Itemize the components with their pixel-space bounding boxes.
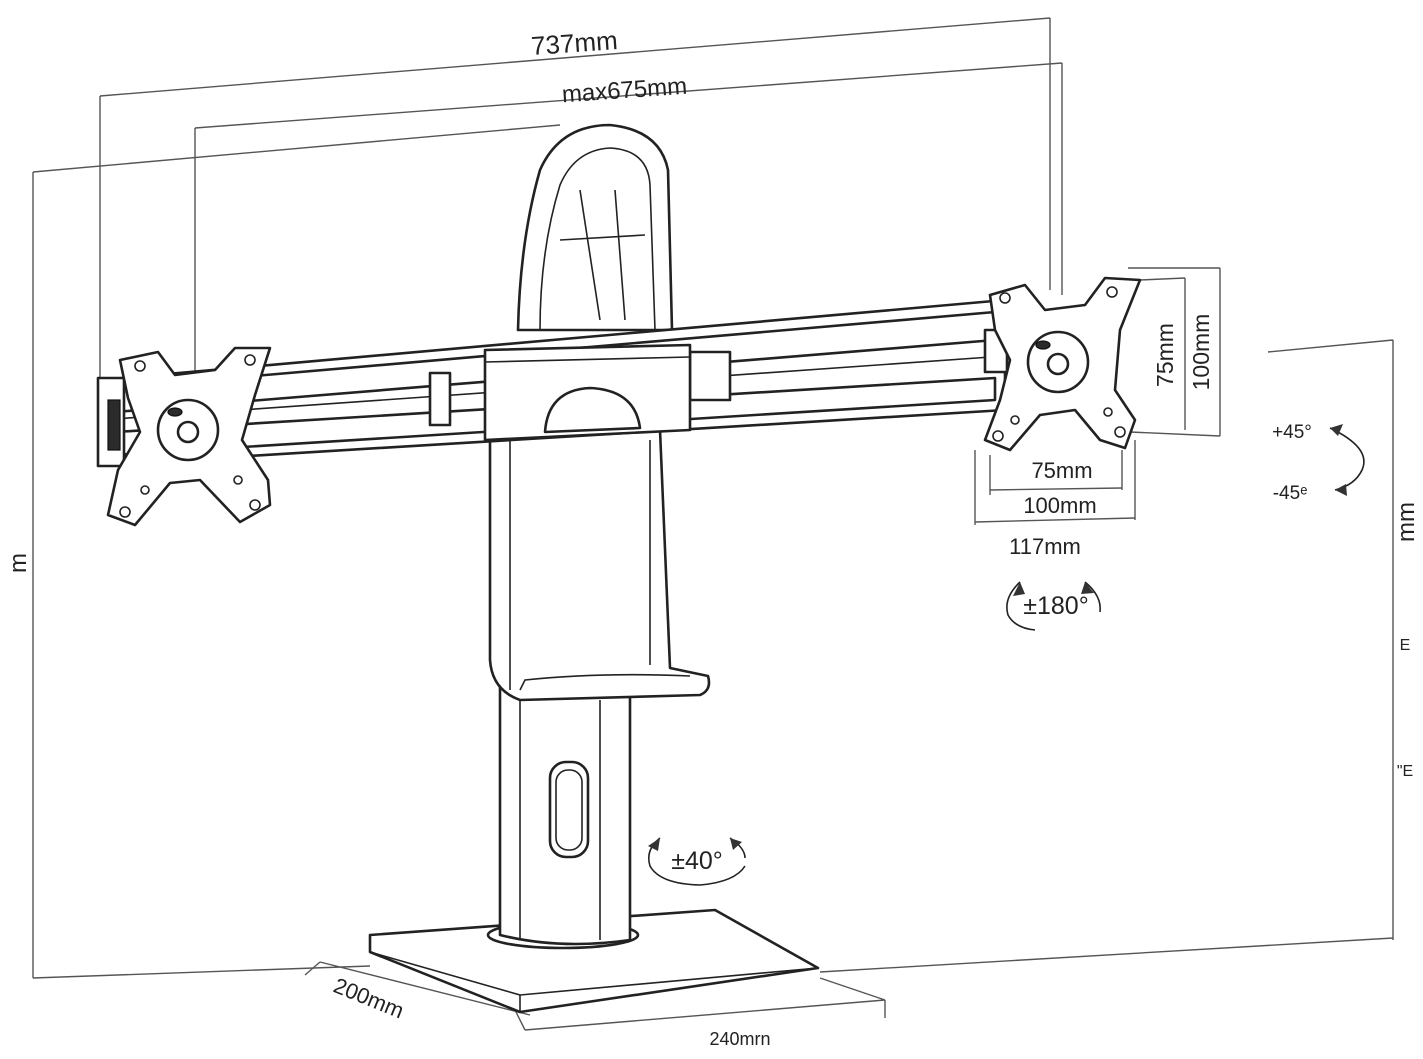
tilt-arrow-icon [1329, 424, 1365, 496]
label-vesa-v-large: 100mm [1188, 314, 1214, 391]
base-depth-line [304, 961, 531, 1016]
label-tilt-down: -45ᵉ [1273, 483, 1308, 504]
dimension-675-line [194, 62, 1063, 375]
height-sleeve [488, 428, 711, 702]
label-height-right-2: E [1400, 637, 1411, 654]
label-rotation: ±180° [1023, 592, 1088, 620]
centre-clamp [483, 343, 692, 442]
label-vesa-v-small: 75mm [1152, 323, 1178, 387]
label-height-right-3: "E [1397, 763, 1413, 780]
height-right-line [819, 339, 1394, 973]
label-tilt-up: +45° [1272, 422, 1312, 443]
carry-handle [516, 123, 674, 332]
base-width-line [514, 977, 886, 1031]
height-left-line [32, 124, 561, 979]
label-base-depth: 200mm [330, 973, 407, 1024]
label-overall-width: 737mm [530, 25, 619, 61]
label-height-right-1: mm [1393, 502, 1420, 542]
vesa-vertical-dim-lines [1128, 267, 1221, 437]
vesa-plate-right [983, 276, 1142, 452]
rotation-arrows-icon [1006, 581, 1102, 631]
label-vesa-h-small: 75mm [1031, 458, 1092, 483]
vesa-plate-left [106, 346, 272, 527]
label-base-width: 240mrn [709, 1029, 770, 1049]
label-plate-width: 117mm [1009, 534, 1081, 559]
vesa-horizontal-dim-lines [974, 440, 1136, 525]
label-swivel: ±40° [671, 847, 723, 875]
swivel-arrows-icon [647, 837, 746, 886]
label-max-width: max675mm [561, 73, 688, 109]
label-vesa-h-large: 100mm [1023, 493, 1096, 518]
label-height-left: m [5, 553, 32, 573]
